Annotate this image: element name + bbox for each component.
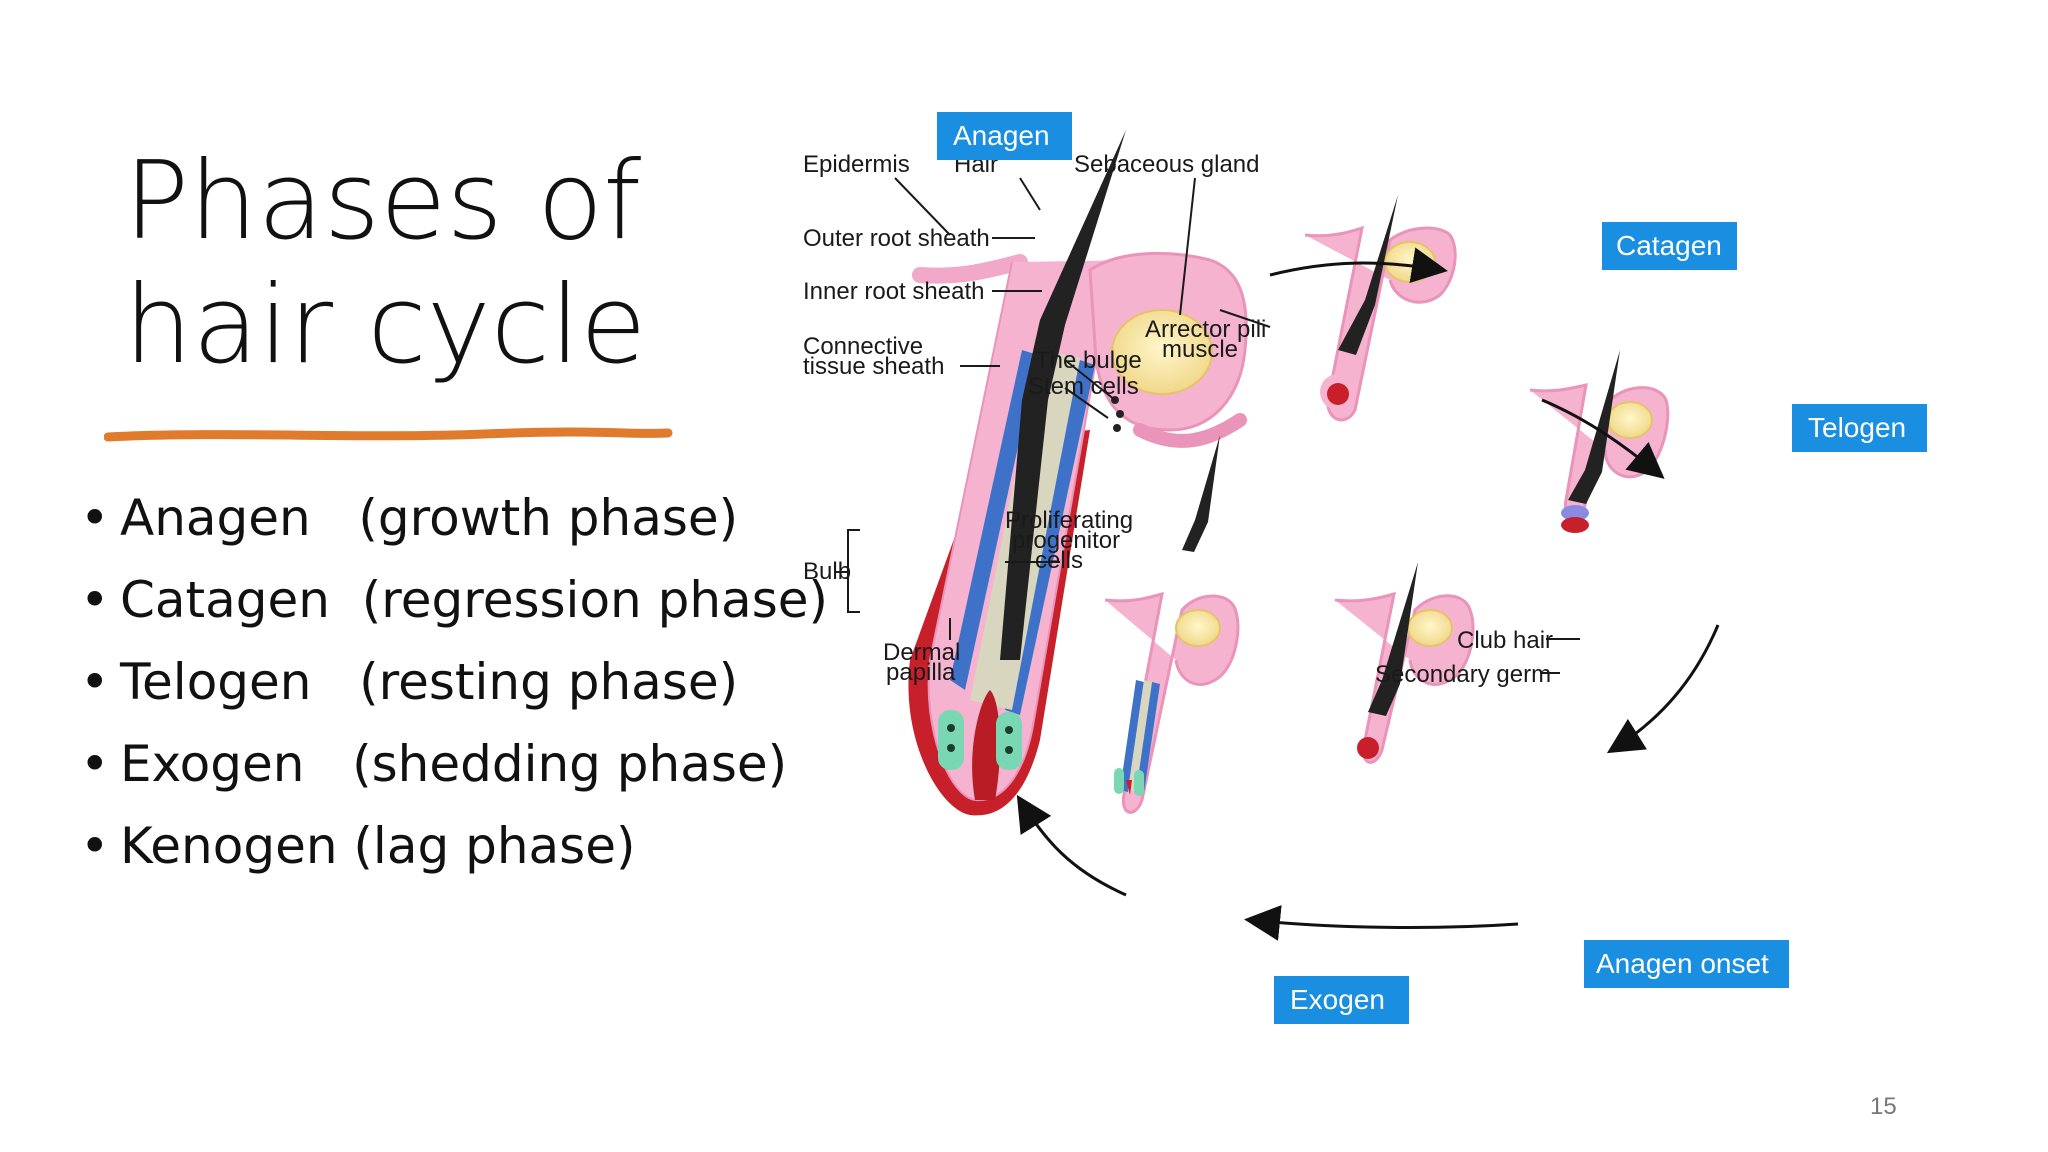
phase-box-catagen: Catagen — [1602, 222, 1737, 270]
title-line-1: Phases of — [124, 139, 642, 264]
anagen-onset-follicle — [1334, 562, 1475, 764]
label-club-hair: Club hair — [1457, 627, 1553, 654]
bullet-list: •Anagen (growth phase) •Catagen (regress… — [80, 486, 828, 896]
label-connective-1: Connective — [803, 333, 923, 360]
slide-title: Phases of hair cycle — [124, 140, 647, 388]
label-stem-cells: Stem cells — [1028, 373, 1139, 400]
catagen-follicle — [1304, 195, 1457, 422]
label-bulge: The bulge — [1035, 347, 1142, 374]
phase-box-telogen: Telogen — [1792, 404, 1927, 452]
label-connective-2: tissue sheath — [803, 353, 944, 380]
label-prolif-1: Proliferating — [1005, 507, 1133, 534]
label-dermal-2: papilla — [886, 659, 956, 686]
label-leaders — [834, 177, 1271, 640]
exogen-follicle — [1104, 435, 1240, 814]
hair-cycle-diagram: Epidermis Hair Sebaceous gland Outer roo… — [803, 112, 1927, 1024]
svg-text:Anagen onset: Anagen onset — [1596, 948, 1769, 979]
phase-box-anagen: Anagen — [937, 112, 1072, 160]
label-bulb: Bulb — [803, 558, 851, 585]
label-secondary-germ: Secondary germ — [1375, 661, 1551, 688]
svg-text:Exogen: Exogen — [1290, 984, 1385, 1015]
svg-text:Catagen: Catagen — [1616, 230, 1722, 261]
label-dermal-1: Dermal — [883, 639, 960, 666]
label-prolif-2: progenitor — [1012, 527, 1120, 554]
telogen-follicle — [1529, 350, 1670, 533]
label-outer-root-sheath: Outer root sheath — [803, 225, 990, 252]
label-sebaceous-gland: Sebaceous gland — [1074, 151, 1259, 178]
label-arrector-2: muscle — [1162, 336, 1238, 363]
bullet-item: •Anagen (growth phase) — [80, 489, 739, 547]
label-arrector-1: Arrector pili — [1145, 316, 1266, 343]
anagen-follicle — [908, 130, 1248, 816]
bullet-item: •Telogen (resting phase) — [80, 653, 739, 711]
svg-text:Telogen: Telogen — [1808, 412, 1906, 443]
phase-box-exogen: Exogen — [1274, 976, 1409, 1024]
title-line-2: hair cycle — [124, 263, 647, 388]
cycle-arrows — [1016, 247, 1720, 941]
bullet-item: •Exogen (shedding phase) — [80, 735, 788, 793]
phase-box-anagen-onset: Anagen onset — [1584, 940, 1789, 988]
svg-text:Anagen: Anagen — [953, 120, 1050, 151]
label-prolif-3: cells — [1035, 547, 1083, 574]
page-number: 15 — [1870, 1093, 1897, 1120]
progenitor-cells — [938, 710, 1022, 770]
bullet-item: •Kenogen (lag phase) — [80, 817, 636, 875]
label-inner-root-sheath: Inner root sheath — [803, 278, 984, 305]
title-underline — [104, 427, 673, 442]
label-epidermis: Epidermis — [803, 151, 910, 178]
telogen-leaders — [1540, 638, 1580, 674]
bullet-item: •Catagen (regression phase) — [80, 571, 829, 629]
